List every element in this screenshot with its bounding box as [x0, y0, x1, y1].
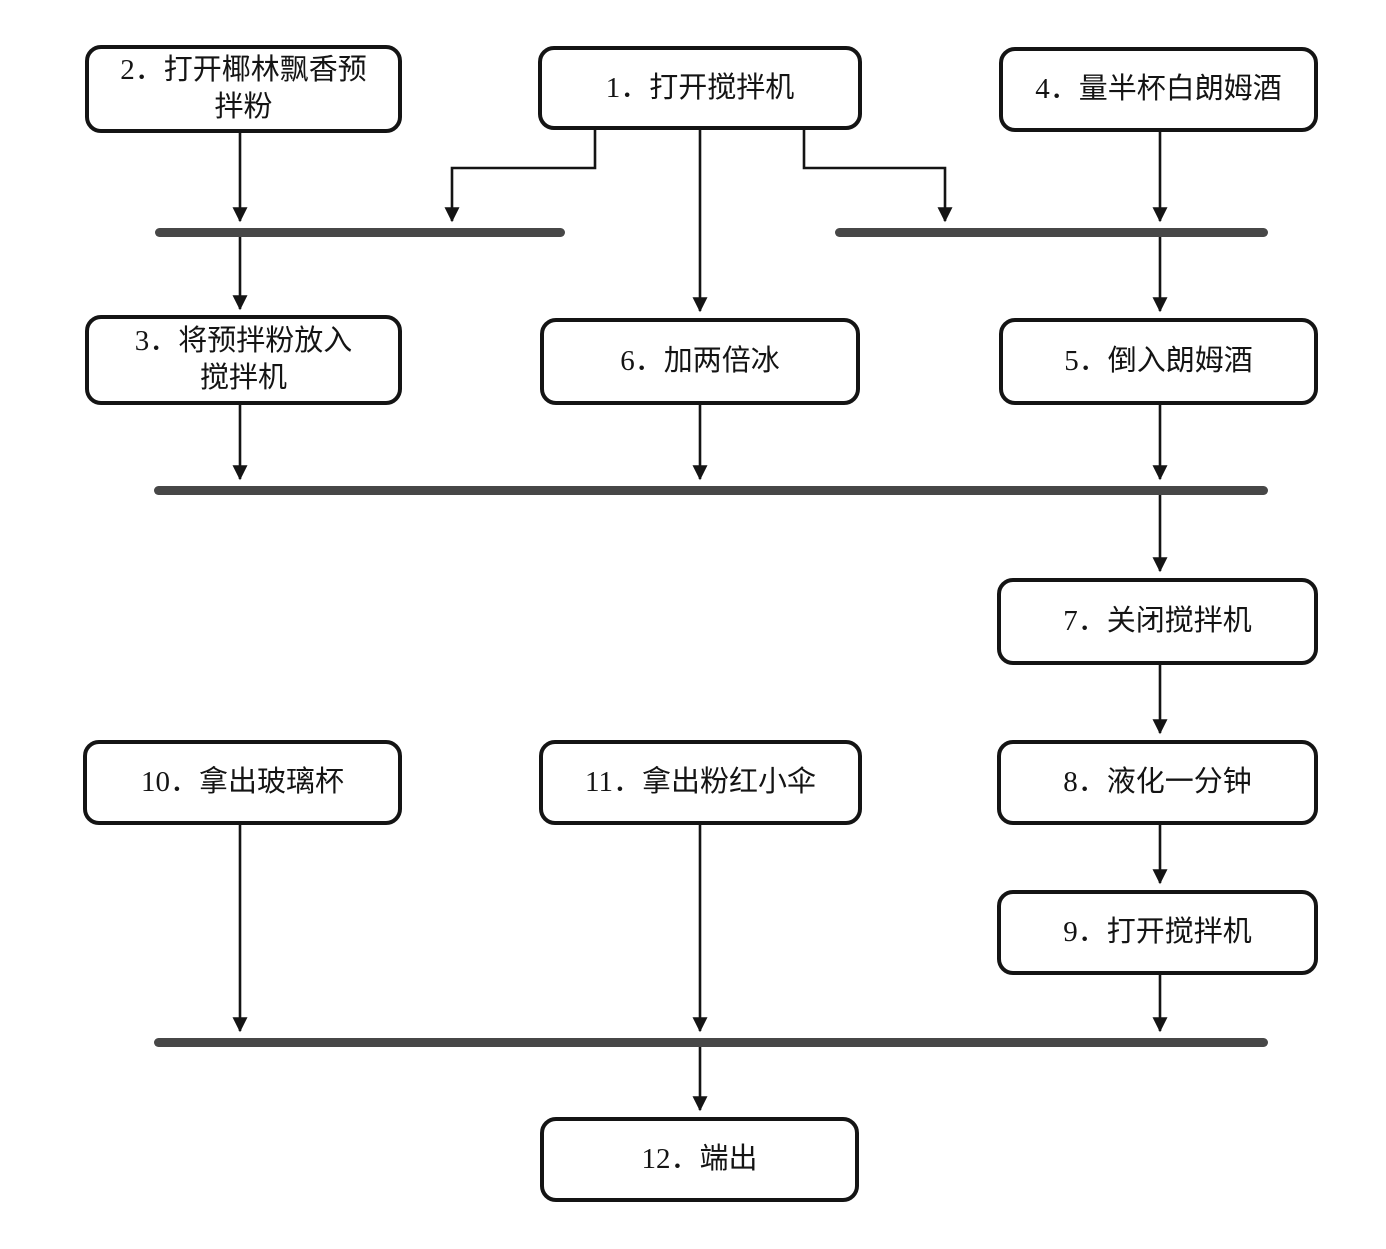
fork-bar-right [835, 228, 1268, 237]
step-4-label: 4．量半杯白朗姆酒 [1035, 73, 1282, 105]
step-11-box: 11．拿出粉红小伞 [539, 740, 862, 825]
step-7-label: 7．关闭搅拌机 [1063, 605, 1252, 637]
step-8-box: 8．液化一分钟 [997, 740, 1318, 825]
step-11-label: 11．拿出粉红小伞 [585, 766, 816, 798]
step-12-label: 12．端出 [641, 1143, 758, 1175]
step-4-box: 4．量半杯白朗姆酒 [999, 47, 1318, 132]
step-1-box: 1．打开搅拌机 [538, 46, 862, 130]
step-7-box: 7．关闭搅拌机 [997, 578, 1318, 665]
step-10-label: 10．拿出玻璃杯 [140, 766, 344, 798]
edge-1-to-fork-right [802, 130, 953, 223]
step-3-box: 3．将预拌粉放入 搅拌机 [85, 315, 402, 405]
step-6-label: 6．加两倍冰 [620, 345, 780, 377]
step-9-label: 9．打开搅拌机 [1063, 916, 1252, 948]
step-5-box: 5．倒入朗姆酒 [999, 318, 1318, 405]
join-bar-bottom [154, 1038, 1268, 1047]
edge-1-to-fork-left [444, 130, 597, 223]
step-12-box: 12．端出 [540, 1117, 859, 1202]
step-6-box: 6．加两倍冰 [540, 318, 860, 405]
step-5-label: 5．倒入朗姆酒 [1064, 345, 1253, 377]
step-2-label: 2．打开椰林飘香预 拌粉 [120, 54, 367, 123]
step-10-box: 10．拿出玻璃杯 [83, 740, 402, 825]
step-2-box: 2．打开椰林飘香预 拌粉 [85, 45, 402, 133]
step-3-label: 3．将预拌粉放入 搅拌机 [134, 325, 353, 394]
step-1-label: 1．打开搅拌机 [605, 71, 795, 104]
step-9-box: 9．打开搅拌机 [997, 890, 1318, 975]
join-bar-middle [154, 486, 1268, 495]
fork-bar-left [155, 228, 565, 237]
step-8-label: 8．液化一分钟 [1063, 766, 1252, 798]
